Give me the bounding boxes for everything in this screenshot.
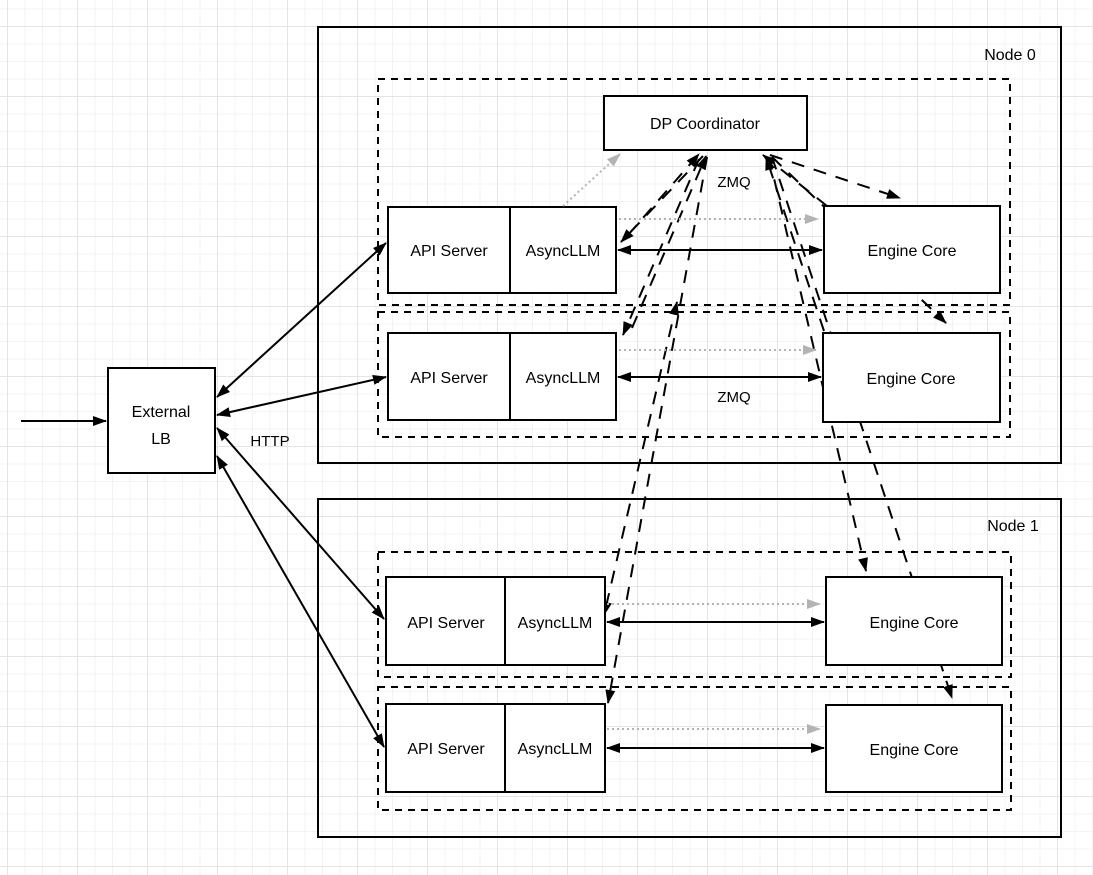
http-label: HTTP xyxy=(250,433,289,450)
api-server-label-n0r2: API Server xyxy=(410,370,488,387)
external-lb-label-line1: External xyxy=(132,404,191,421)
node1-title: Node 1 xyxy=(987,518,1039,535)
api-asyncllm-box-n0r1 xyxy=(387,206,617,294)
dashed-link-coordinator-to-asyncllm-n0r2 xyxy=(622,158,700,336)
node1-dp-group-1 xyxy=(377,686,1012,811)
zmq-label-row: ZMQ xyxy=(717,389,750,406)
api-server-label-n0r1: API Server xyxy=(410,243,488,260)
engine-core-label-n0r1: Engine Core xyxy=(868,243,957,260)
engine-core-box-n1r2 xyxy=(825,704,1003,793)
dashed-link-asyncllm-n1r1-coordinator xyxy=(602,301,679,616)
external-lb-box xyxy=(107,367,216,474)
external-lb-label-line2: LB xyxy=(151,431,171,448)
asyncllm-label-n0r2: AsyncLLM xyxy=(526,370,601,387)
engine-core-box-n0r1 xyxy=(823,205,1001,294)
http-link-lb-to-api-n1r2 xyxy=(216,455,385,748)
engine-core-box-n0r2 xyxy=(822,332,1001,423)
dp-coordinator-box xyxy=(603,95,808,151)
dotted-link-asyncllm-n0r1-to-coordinator xyxy=(562,153,621,207)
asyncllm-label-n0r1: AsyncLLM xyxy=(526,243,601,260)
zmq-label-coordinator: ZMQ xyxy=(717,174,750,191)
dashed-link-coordinator-to-engine-n1r1 xyxy=(768,156,868,572)
api-asyncllm-box-n1r1 xyxy=(385,576,606,666)
engine-core-label-n1r2: Engine Core xyxy=(870,742,959,759)
dashed-link-asyncllm-n0r2-to-coordinator xyxy=(631,155,707,329)
dashed-link-asyncllm-n0r1-to-coordinator xyxy=(627,153,700,236)
dashed-link-engine-n0r2-to-coordinator xyxy=(765,156,825,332)
http-link-lb-to-api-n1r1 xyxy=(216,427,385,620)
api-server-label-n1r2: API Server xyxy=(407,741,485,758)
asyncllm-label-n1r1: AsyncLLM xyxy=(518,615,593,632)
http-link-lb-to-api-n0r1 xyxy=(216,242,387,398)
engine-core-box-n1r1 xyxy=(825,576,1003,666)
engine-core-label-n1r1: Engine Core xyxy=(870,615,959,632)
api-server-label-n1r1: API Server xyxy=(407,615,485,632)
node0-title: Node 0 xyxy=(984,47,1036,64)
node1-dp-group-0 xyxy=(377,551,1012,678)
dp-coordinator-label: DP Coordinator xyxy=(650,116,761,133)
api-asyncllm-box-n0r2 xyxy=(387,332,617,421)
node0-dp-group-1 xyxy=(377,311,1011,438)
node0-dp-group-0 xyxy=(377,78,1011,306)
api-asyncllm-box-n1r2 xyxy=(385,703,606,793)
asyncllm-label-n1r2: AsyncLLM xyxy=(518,741,593,758)
http-link-lb-to-api-n0r2 xyxy=(216,374,387,418)
engine-core-label-n0r2: Engine Core xyxy=(867,371,956,388)
